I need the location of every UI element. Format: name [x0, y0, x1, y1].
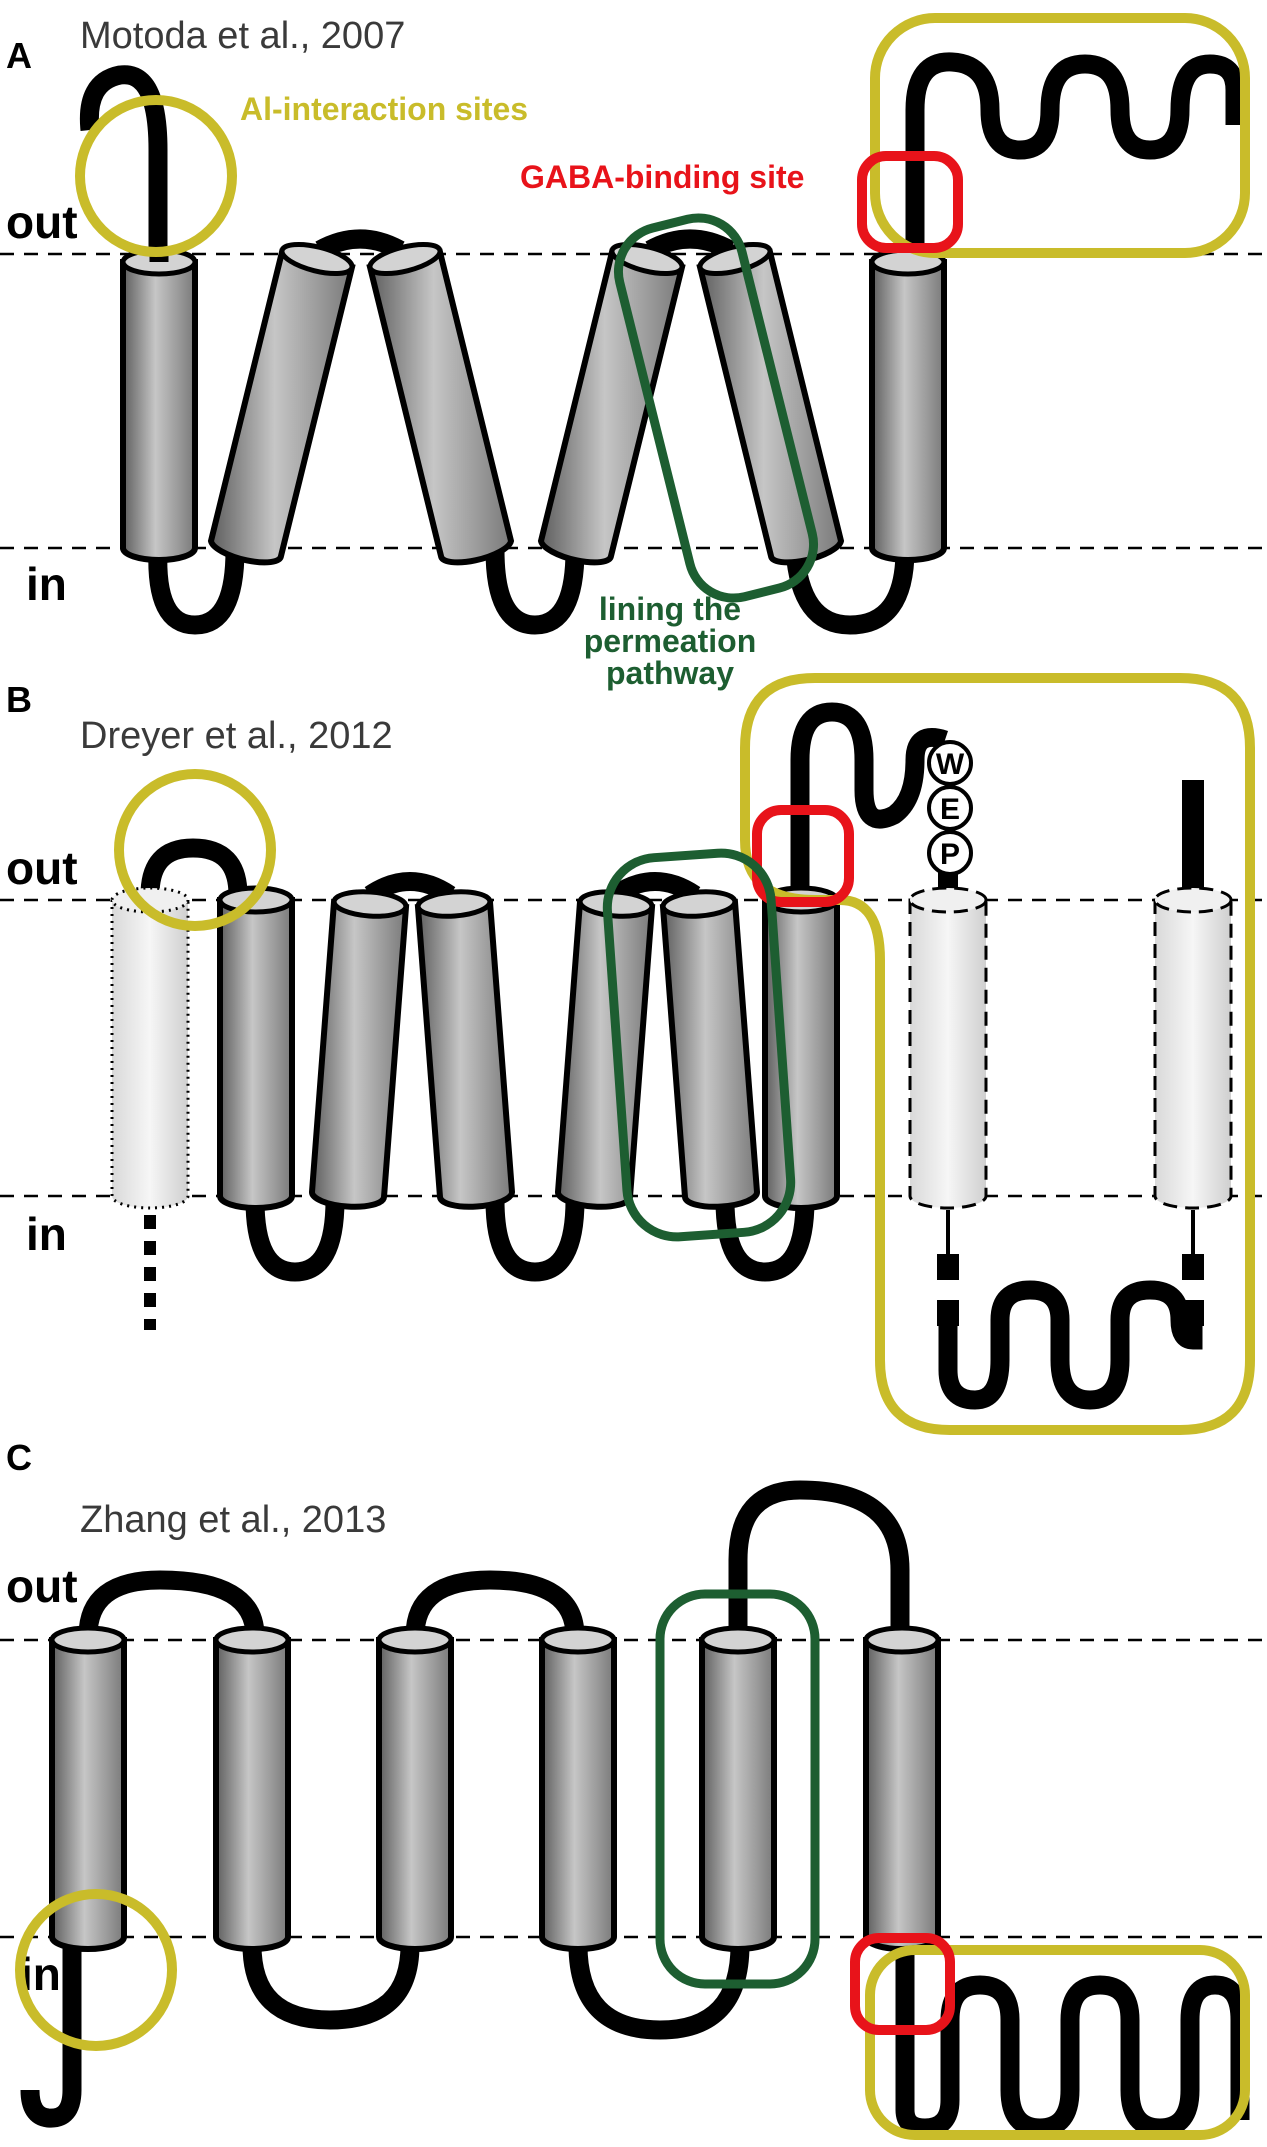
permeation-label: permeation [584, 623, 756, 659]
ai-sites-label: Al-interaction sites [240, 91, 528, 127]
extracellular-loop [645, 229, 735, 259]
out-label: out [6, 196, 78, 248]
panel-c: C Zhang et al., 2013 out in [0, 1437, 1267, 2140]
tm-helix-6 [863, 1625, 941, 1952]
permeation-pathway-marker [602, 848, 796, 1242]
panel-author: Dreyer et al., 2012 [80, 715, 393, 757]
c-terminal-ai-region [740, 673, 1255, 1435]
intracellular-loop [242, 1944, 420, 2030]
intracellular-loop [485, 1199, 585, 1282]
intracellular-loop [245, 1199, 345, 1282]
in-label: in [26, 1208, 67, 1260]
panel-label: C [6, 1437, 32, 1478]
ai-interaction-site-marker [114, 769, 276, 931]
c-terminus-wave [938, 1280, 1203, 1410]
tm-helix-5 [696, 241, 845, 566]
n-terminus [79, 65, 168, 258]
tm-helix-3 [366, 241, 515, 566]
ai-interaction-site-marker [15, 1889, 177, 2051]
tm-helix-2 [213, 1625, 291, 1952]
n-terminus [20, 1945, 82, 2128]
permeation-label: lining the [599, 591, 741, 627]
residue-e: E [927, 785, 973, 831]
panel-author: Zhang et al., 2013 [80, 1499, 386, 1541]
tm-helix-3 [414, 889, 515, 1210]
tm-helix-5 [699, 1625, 777, 1952]
out-label: out [6, 842, 78, 894]
permeation-label: pathway [606, 655, 734, 691]
tm-helix-1 [217, 885, 295, 1211]
permeation-pathway-marker [613, 213, 819, 603]
svg-text:P: P [940, 838, 960, 871]
ai-interaction-site-marker [75, 95, 237, 257]
svg-text:E: E [940, 793, 960, 826]
tm-helix-5 [659, 889, 760, 1210]
tm-helix-2 [207, 241, 356, 566]
panel-b: B Dreyer et al., 2012 out in [0, 673, 1267, 1435]
tm-helix-1 [120, 247, 198, 563]
tm-helix-putative [110, 886, 190, 1210]
intracellular-loop [148, 549, 245, 635]
c-terminal-ai-region [865, 1945, 1250, 2140]
connector-block [1182, 1254, 1204, 1280]
tm-helix-4 [539, 1625, 617, 1952]
c-terminus-wave [895, 1945, 1250, 2138]
panel-author: Motoda et al., 2007 [80, 15, 405, 57]
tm-helix-putative-8 [1153, 886, 1233, 1210]
in-label: in [26, 558, 67, 610]
svg-text:W: W [936, 748, 965, 781]
intracellular-loop [485, 549, 585, 635]
tm-helix-4 [555, 889, 656, 1210]
connector-block [937, 1254, 959, 1280]
helix-stalk [1182, 780, 1204, 898]
extracellular-loop [405, 1570, 585, 1637]
gaba-site-label: GABA-binding site [520, 159, 804, 195]
extracellular-loop [728, 1480, 910, 1636]
tm-helix-2 [309, 889, 410, 1210]
residue-p: P [927, 830, 973, 876]
intracellular-loop [785, 549, 915, 635]
c-terminus-wave [905, 52, 1245, 258]
gaba-binding-site-marker [857, 151, 963, 253]
tm-helix-6 [869, 247, 947, 563]
residue-w: W [927, 740, 973, 786]
tm-helix-4 [537, 241, 686, 566]
connector-block [937, 1300, 959, 1326]
tm-helix-1 [49, 1625, 127, 1952]
panel-a: A Motoda et al., 2007 out in [0, 13, 1267, 691]
panel-label: A [6, 35, 32, 76]
extracellular-loop-long [790, 702, 949, 905]
extracellular-loop [315, 229, 405, 259]
tm-helix-putative-7 [908, 886, 988, 1210]
panel-label: B [6, 679, 32, 720]
out-label: out [6, 1560, 78, 1612]
tm-helix-3 [376, 1625, 454, 1952]
gaba-binding-site-marker [850, 1933, 955, 2035]
gaba-binding-site-marker [752, 805, 854, 907]
extracellular-loop [140, 838, 248, 896]
intracellular-loop [568, 1944, 750, 2040]
connector-block [1182, 1300, 1204, 1326]
permeation-pathway-marker [655, 1589, 820, 1989]
c-terminal-ai-region [870, 13, 1250, 258]
extracellular-loop [364, 872, 456, 904]
extracellular-loop [78, 1570, 265, 1637]
